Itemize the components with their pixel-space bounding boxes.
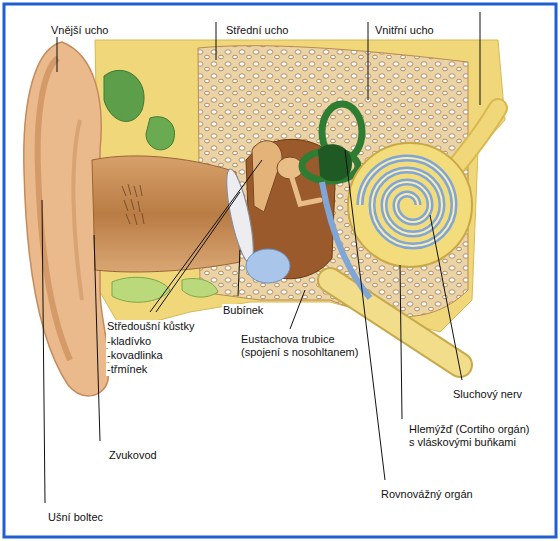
leader-line [368,22,369,100]
part-label: Ušní boltec [47,511,104,524]
part-label: Středoušní kůstky [106,320,195,333]
label-anchor: -třmínek [106,359,148,377]
label-anchor: Eustachova trubice (spojení s nosohltane… [240,333,366,360]
label-anchor: Vnitřní ucho [374,20,435,38]
leader-line [42,200,45,503]
part-label: Vnější ucho [50,24,109,37]
leader-line [238,250,240,296]
cartilage [182,279,218,298]
cartilage [112,277,170,302]
label-anchor: Vnější ucho [50,20,109,38]
cochlea [348,143,472,267]
cochlea-spiral [360,158,454,246]
ear-canal [92,156,240,272]
part-label: Rovnovážný orgán [380,488,474,501]
leader-line [400,265,402,419]
leader-line [216,22,217,60]
part-label: Zvukovod [108,449,158,462]
canal-hair [122,184,144,225]
cartilage [146,117,175,150]
label-anchor: Zvukovod [108,445,158,463]
tube-opening [246,249,290,283]
leader-line [345,150,385,480]
part-label: Hlemýžď (Cortiho orgán) s vláskovými buň… [408,423,534,449]
leader-line [57,36,58,72]
label-anchor: Rovnovážný orgán [380,484,474,502]
part-label: Eustachova trubice (spojení s nosohltane… [240,333,366,359]
part-label: -kovadlinka [106,349,164,362]
label-anchor: Středoušní kůstky [106,316,195,334]
label-anchor: Bubínek [222,300,264,318]
label-anchor: -kladívko [106,331,152,349]
label-anchor: -kovadlinka [106,345,164,363]
part-label: Sluchový nerv [452,388,523,401]
auricle-fold [73,120,82,300]
bracket-line [480,12,481,105]
label-anchor: Hlemýžď (Cortiho orgán) s vláskovými buň… [408,423,534,450]
leader-line [150,160,262,312]
malleus [252,141,282,212]
cartilage [104,70,144,121]
part-label: Vnitřní ucho [374,24,435,37]
label-anchor: Střední ucho [225,20,289,38]
frame [4,4,556,537]
label-anchor: Sluchový nerv [452,384,523,402]
leader-line [430,215,462,380]
part-label: -kladívko [106,335,152,348]
leader-line [156,192,240,312]
leader-line [94,235,100,441]
cochlea-spiral [360,158,454,246]
label-anchor: Ušní boltec [47,507,104,525]
part-label: -třmínek [106,363,148,376]
part-label: Bubínek [222,304,264,317]
part-label: Střední ucho [225,24,289,37]
leader-line [290,290,305,329]
